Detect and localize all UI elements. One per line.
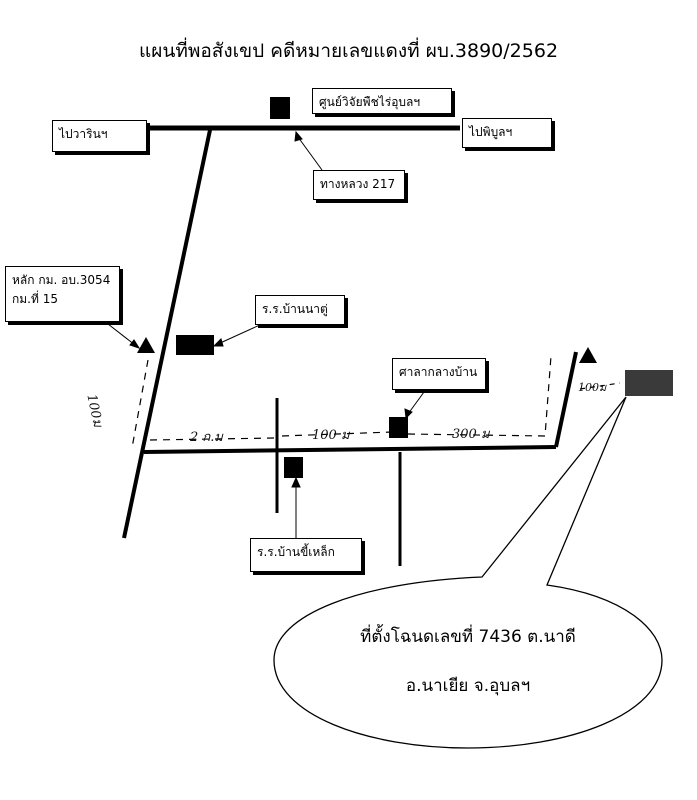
distance-segment-4: 100ม (578, 381, 607, 394)
highway-label: ทางหลวง 217 (313, 170, 405, 200)
dashed-route (131, 355, 552, 449)
pavilion-marker (389, 417, 408, 438)
school-khi-lek-label: ร.ร.บ้านขี้เหล็ก (250, 538, 362, 572)
callout-line-2: อ.นาเยีย จ.อุบลฯ (405, 676, 531, 696)
pavilion-label: ศาลากลางบ้าน (392, 358, 486, 390)
research-center-label: ศูนย์วิจัยพืชไร่อุบลฯ (312, 88, 452, 114)
distance-segment-3: 300 ม (452, 427, 490, 442)
diagonal-road (122, 129, 212, 539)
survey-marker-label: หลัก กม. อบ.3054 กม.ที่ 15 (5, 266, 120, 322)
callout-bubble (273, 396, 663, 749)
school-na-tu-label: ร.ร.บ้านนาตู่ (255, 295, 345, 325)
callout-line-1: ที่ตั้งโฉนดเลขที่ 7436 ต.นาดี (360, 627, 576, 647)
leader-pavilion (407, 391, 425, 415)
leader-survey-marker (107, 323, 136, 346)
school-khi-lek-marker (284, 457, 303, 478)
leader-highway (297, 136, 323, 171)
distance-segment-1: 2 ก.ม (190, 430, 223, 445)
map-title: แผนที่พอสังเขป คดีหมายเลขแดงที่ ผบ.3890/… (138, 40, 559, 62)
right-road (554, 351, 578, 448)
survey-marker-line2: กม.ที่ 15 (12, 292, 58, 307)
research-center-marker (270, 97, 290, 119)
distance-segment-2: 100 ม (312, 428, 350, 443)
end-marker-triangle (579, 347, 597, 363)
lower-road (143, 445, 557, 454)
survey-marker-triangle (137, 337, 155, 353)
leader-school-na-tu (217, 323, 263, 345)
survey-marker-line1: หลัก กม. อบ.3054 (12, 273, 111, 287)
dashed-to-parcel (579, 382, 621, 390)
school-na-tu-marker (176, 335, 214, 355)
parcel-marker (625, 370, 673, 396)
to-warin-label: ไปวารินฯ (52, 120, 147, 152)
to-phibun-label: ไปพิบูลฯ (462, 118, 552, 148)
